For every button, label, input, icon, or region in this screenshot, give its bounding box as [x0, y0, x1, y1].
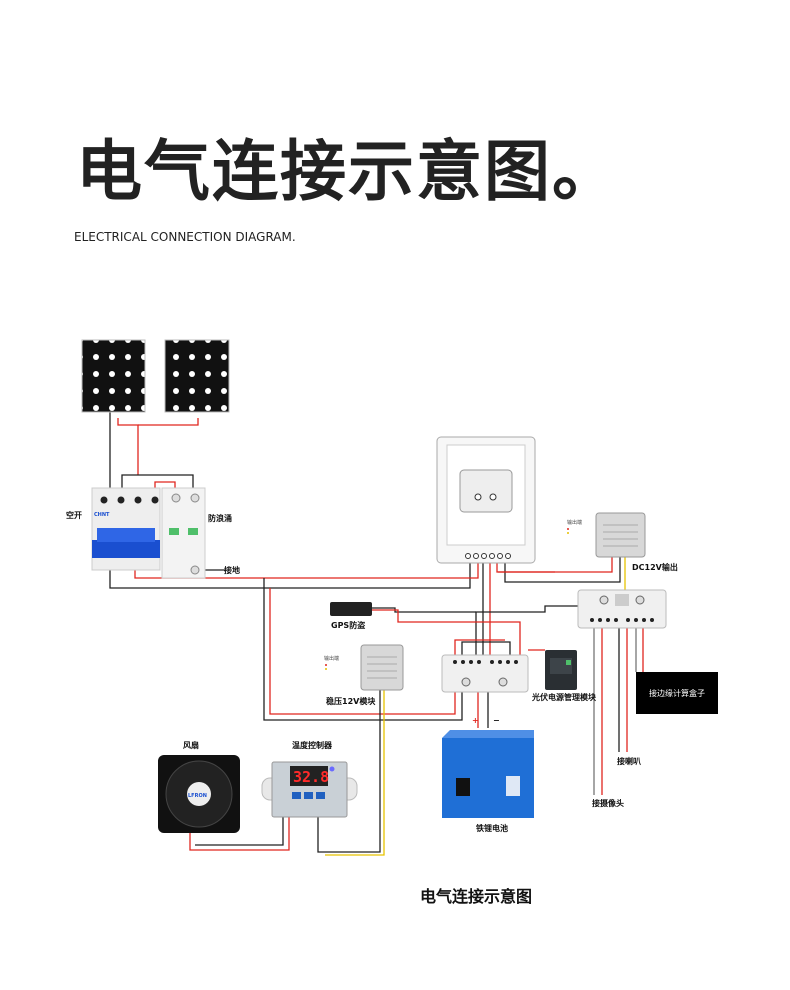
pv-power-management-module — [545, 650, 577, 690]
regulator-12v-module — [360, 644, 404, 691]
label-breaker: 空开 — [66, 511, 82, 520]
battery-minus: − — [493, 716, 500, 725]
circuit-breaker: CHNT — [91, 487, 161, 571]
gps-tracker — [330, 602, 372, 616]
wire-panel-red — [117, 418, 139, 475]
label-converter-output: 输出端 — [567, 520, 583, 526]
edge-computing-box: 接边缘计算盒子 — [636, 672, 718, 714]
label-regulator: 稳压12V模块 — [326, 697, 376, 706]
wires — [109, 412, 644, 856]
solar-charge-controller — [436, 436, 536, 564]
label-surge-protector: 防浪涌 — [208, 514, 232, 523]
fan-brand: LFRON — [188, 793, 207, 799]
label-dc12v-output: DC12V输出 — [632, 563, 678, 572]
label-pv-module: 光伏电源管理模块 — [532, 693, 596, 702]
lifepo4-battery — [442, 730, 534, 818]
surge-protector — [161, 487, 206, 579]
label-regulator-output: 输出端 — [324, 656, 340, 662]
terminal-block-right — [577, 589, 667, 629]
battery-plus: + — [472, 716, 479, 725]
solar-panel-2 — [164, 339, 230, 413]
diagram-caption: 电气连接示意图 — [420, 887, 533, 906]
cooling-fan: LFRON — [158, 755, 240, 833]
page-subtitle: ELECTRICAL CONNECTION DIAGRAM. — [74, 230, 296, 244]
breaker-brand: CHNT — [94, 512, 110, 518]
label-ground: 接地 — [224, 566, 240, 575]
label-battery: 铁锂电池 — [476, 824, 508, 833]
label-speaker: 接喇叭 — [617, 757, 641, 766]
page-title: 电气连接示意图。 — [76, 133, 620, 210]
dc12v-converter — [595, 512, 646, 558]
wire-panel-red-2 — [138, 418, 199, 426]
label-thermostat: 温度控制器 — [292, 741, 332, 750]
label-fan: 风扇 — [183, 741, 199, 750]
label-gps: GPS防盗 — [331, 621, 366, 630]
wire-breaker-red — [134, 563, 479, 579]
label-camera: 接摄像头 — [592, 799, 624, 808]
solar-panel-1 — [81, 339, 146, 413]
temperature-controller: 32.8 — [261, 761, 358, 818]
terminal-block-middle — [441, 654, 529, 693]
wire-panel-black — [109, 412, 471, 589]
thermostat-display: 32.8 — [293, 768, 329, 786]
